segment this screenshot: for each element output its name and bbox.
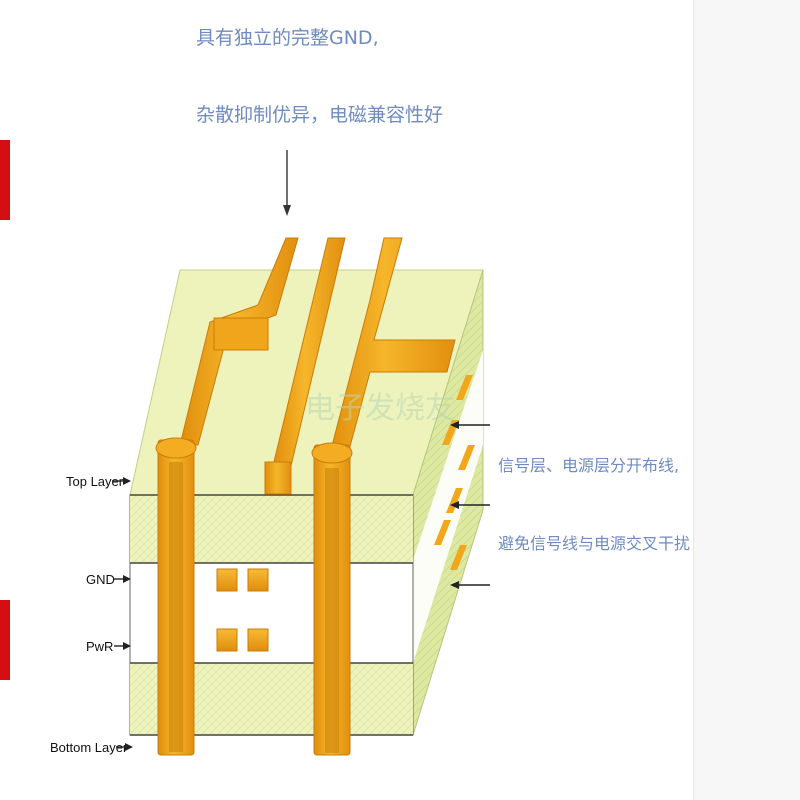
down-arrow-icon (283, 150, 291, 216)
via-left (155, 437, 197, 756)
arrow-left-icon (450, 581, 490, 589)
via-middle (264, 461, 292, 495)
annotation-routing-line1: 信号层、电源层分开布线, (498, 456, 679, 475)
arrow-left-icon (450, 501, 490, 509)
board-side-inner (413, 350, 483, 663)
annotation-gnd-line2: 杂散抑制优异，电磁兼容性好 (196, 104, 443, 126)
arrow-right-icon (112, 477, 131, 485)
side-panel (693, 0, 800, 800)
inner-plane-pads (216, 568, 269, 652)
arrow-right-icon (114, 642, 131, 650)
watermark: 电子发烧友 (305, 391, 455, 426)
red-side-tab (0, 140, 10, 220)
arrow-right-icon (116, 743, 133, 751)
label-pwr: PwR (86, 639, 113, 654)
arrow-left-icon (450, 421, 490, 429)
top-layer-traces (179, 237, 456, 471)
side-trace-segments (434, 375, 475, 570)
label-gnd: GND (86, 572, 115, 587)
red-side-tab (0, 600, 10, 680)
label-bottom-layer: Bottom Layer (50, 740, 128, 755)
via-right (311, 442, 353, 756)
label-top-layer: Top Layer (66, 474, 124, 489)
annotation-routing-line2: 避免信号线与电源交叉干扰 (498, 534, 690, 553)
annotation-gnd-line1: 具有独立的完整GND, (196, 27, 379, 49)
arrow-right-icon (114, 575, 131, 583)
